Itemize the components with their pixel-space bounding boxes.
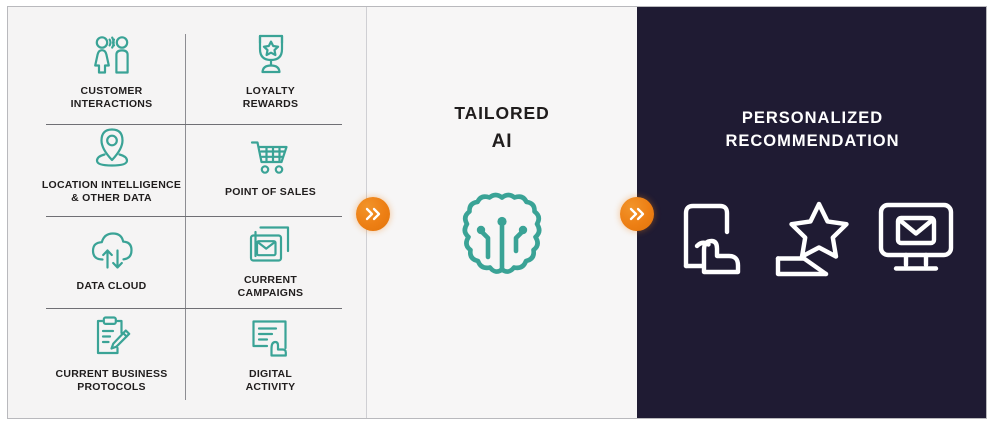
map-pin-icon [91, 126, 133, 170]
clipboard-pencil-icon [90, 315, 134, 359]
double-chevron-right-icon [628, 207, 646, 221]
tailored-ai-title-line2: AI [491, 131, 513, 152]
input-label: CUSTOMER INTERACTIONS [70, 84, 153, 110]
grid-horizontal-divider-1 [46, 124, 342, 125]
inputs-grid: CUSTOMER INTERACTIONS LOYALTY REWARDS [32, 25, 350, 403]
input-label: CURRENT CAMPAIGNS [237, 273, 304, 299]
inputs-panel: CUSTOMER INTERACTIONS LOYALTY REWARDS [8, 7, 365, 418]
mobile-hand-tap-icon [673, 200, 747, 278]
tailored-ai-title: TAILORED AI [367, 103, 637, 153]
input-cell-current-campaigns[interactable]: CURRENT CAMPAIGNS [191, 214, 350, 309]
figure-frame: CUSTOMER INTERACTIONS LOYALTY REWARDS [7, 6, 987, 419]
tailored-ai-title-line1: TAILORED [454, 103, 550, 123]
input-label: CURRENT BUSINESS PROTOCOLS [55, 368, 168, 394]
input-cell-customer-interactions[interactable]: CUSTOMER INTERACTIONS [32, 25, 191, 120]
cloud-sync-arrows-icon [88, 227, 136, 271]
output-panel: PERSONALIZED RECOMMENDATION [637, 7, 986, 418]
double-chevron-right-icon [364, 207, 382, 221]
trophy-star-icon [250, 32, 292, 76]
input-label: LOCATION INTELLIGENCE & OTHER DATA [41, 179, 182, 205]
monitor-envelope-icon [877, 201, 955, 277]
screen-hand-click-icon [249, 315, 293, 359]
grid-horizontal-divider-2 [46, 216, 342, 217]
input-cell-loyalty-rewards[interactable]: LOYALTY REWARDS [191, 25, 350, 120]
input-cell-data-cloud[interactable]: DATA CLOUD [32, 214, 191, 309]
input-cell-point-of-sales[interactable]: POINT OF SALES [191, 120, 350, 215]
grid-vertical-divider [185, 34, 186, 400]
output-icons-row [659, 200, 969, 278]
input-cell-digital-activity[interactable]: DIGITAL ACTIVITY [191, 309, 350, 404]
grid-horizontal-divider-3 [46, 308, 342, 309]
input-cell-current-business-protocols[interactable]: CURRENT BUSINESS PROTOCOLS [32, 309, 191, 404]
input-label: DIGITAL ACTIVITY [245, 368, 296, 394]
ai-brain-circuit-icon [459, 189, 545, 290]
input-cell-location-intelligence[interactable]: LOCATION INTELLIGENCE & OTHER DATA [32, 120, 191, 215]
personalized-recommendation-title: PERSONALIZED RECOMMENDATION [725, 109, 900, 151]
stacked-envelope-icon [249, 221, 293, 265]
input-label: DATA CLOUD [76, 280, 147, 293]
process-panel: TAILORED AI [366, 7, 637, 418]
input-label: POINT OF SALES [224, 185, 316, 198]
input-label: LOYALTY REWARDS [242, 84, 299, 110]
connector-badge-1 [356, 197, 390, 231]
two-people-interaction-icon [89, 32, 135, 76]
shopping-cart-icon [248, 133, 294, 177]
star-podium-icon [774, 200, 850, 278]
connector-badge-2 [620, 197, 654, 231]
